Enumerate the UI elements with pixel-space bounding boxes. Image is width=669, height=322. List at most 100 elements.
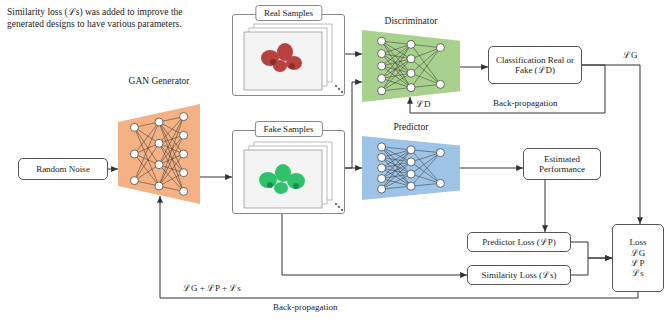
network-neuron xyxy=(407,69,415,77)
network-link xyxy=(411,153,440,162)
network-link xyxy=(382,168,411,174)
network-link xyxy=(411,44,440,84)
network-link xyxy=(382,157,411,186)
network-neuron xyxy=(378,185,386,193)
network-neuron xyxy=(378,143,386,151)
network-link xyxy=(382,66,411,88)
network-neuron xyxy=(407,158,415,166)
network-body xyxy=(118,104,200,204)
annotation-note: Similarity loss (ℒs) was added to improv… xyxy=(6,6,220,31)
network-shape xyxy=(118,104,200,204)
network-shape xyxy=(362,136,460,200)
network-link xyxy=(382,88,411,91)
node-heading: Predictor xyxy=(352,122,470,132)
node-heading: GAN Generator xyxy=(108,76,210,86)
network-neuron xyxy=(378,74,386,82)
network-neuron xyxy=(155,182,163,190)
fake-sample-stack xyxy=(244,142,343,211)
flow-arrow xyxy=(571,258,612,275)
network-link xyxy=(382,66,411,73)
network-neuron xyxy=(378,164,386,172)
network-link xyxy=(411,153,440,187)
node-text: Loss xyxy=(629,237,646,247)
network-neuron xyxy=(436,149,444,157)
generator-network: GAN Generator xyxy=(118,104,200,204)
network-link xyxy=(134,127,159,143)
network-neuron xyxy=(378,87,386,95)
network-link xyxy=(382,150,411,158)
flow-arrow xyxy=(582,65,640,224)
process-box: Classification Real or Fake (ℒD) xyxy=(488,46,582,84)
network-link xyxy=(134,143,159,180)
network-link xyxy=(411,84,440,87)
network-body xyxy=(362,30,460,102)
network-link xyxy=(382,44,411,78)
sample-panel: Fake Samples xyxy=(232,130,345,214)
network-neuron xyxy=(180,150,188,158)
real-sample-stack xyxy=(244,24,343,93)
node-heading: Fake Samples xyxy=(254,121,322,137)
predictor-network: Predictor xyxy=(362,136,460,200)
flow-arrow xyxy=(460,168,523,169)
flow-arrow xyxy=(345,82,362,168)
flow-arrow xyxy=(460,67,488,68)
flow-arrow xyxy=(345,168,362,169)
network-link xyxy=(382,59,411,79)
edge-label: ℒG xyxy=(622,50,639,60)
network-neuron xyxy=(378,62,386,70)
network-link xyxy=(134,122,159,181)
network-link xyxy=(382,54,411,88)
node-text: Predictor Loss (ℒP) xyxy=(482,237,556,247)
flow-arrow xyxy=(545,180,546,232)
network-neuron xyxy=(407,182,415,190)
process-box: Estimated Performance xyxy=(523,148,601,180)
network-link xyxy=(411,48,440,74)
loss-box: Predictor Loss (ℒP) xyxy=(467,232,571,252)
network-link xyxy=(382,186,411,189)
edge-label: Back-propagation xyxy=(492,98,558,108)
network-link xyxy=(134,127,159,186)
network-neuron xyxy=(436,80,444,88)
node-text: Classification Real or Fake (ℒD) xyxy=(493,55,577,76)
network-link xyxy=(382,54,411,59)
input-box: Random Noise xyxy=(18,158,108,180)
loss-summary-box: LossℒGℒPℒs xyxy=(612,224,664,292)
network-neuron xyxy=(180,113,188,121)
node-text: Similarity Loss (ℒs) xyxy=(482,270,557,280)
network-neuron xyxy=(155,161,163,169)
network-link xyxy=(382,174,411,189)
network-neuron xyxy=(378,153,386,161)
network-link xyxy=(411,44,440,47)
network-neuron xyxy=(155,118,163,126)
network-link xyxy=(382,44,411,66)
network-link xyxy=(411,150,440,184)
flow-arrow xyxy=(282,214,467,275)
node-text: ℒs xyxy=(632,268,644,278)
network-link xyxy=(134,165,159,181)
network-neuron xyxy=(407,146,415,154)
loss-box: Similarity Loss (ℒs) xyxy=(467,265,571,285)
network-neuron xyxy=(130,123,138,131)
loss-symbol: ℒD xyxy=(415,99,432,109)
edge-label: ℒG + ℒP + ℒs xyxy=(182,283,242,293)
flow-arrow xyxy=(108,169,118,170)
network-neuron xyxy=(436,179,444,187)
sample-panel: Real Samples xyxy=(232,14,345,96)
network-neuron xyxy=(407,40,415,48)
network-link xyxy=(411,48,440,88)
network-link xyxy=(382,41,411,87)
network-neuron xyxy=(378,175,386,183)
node-text: Random Noise xyxy=(36,164,90,174)
network-body xyxy=(362,136,460,200)
network-shape xyxy=(362,30,460,102)
network-link xyxy=(411,59,440,85)
network-link xyxy=(411,150,440,153)
flow-arrow xyxy=(345,54,362,55)
flow-arrow xyxy=(200,177,232,178)
network-link xyxy=(411,183,440,186)
discriminator-network: Discriminator xyxy=(362,30,460,102)
network-link xyxy=(382,73,411,91)
network-link xyxy=(382,147,411,186)
flow-label: Back-propagation xyxy=(272,302,338,312)
